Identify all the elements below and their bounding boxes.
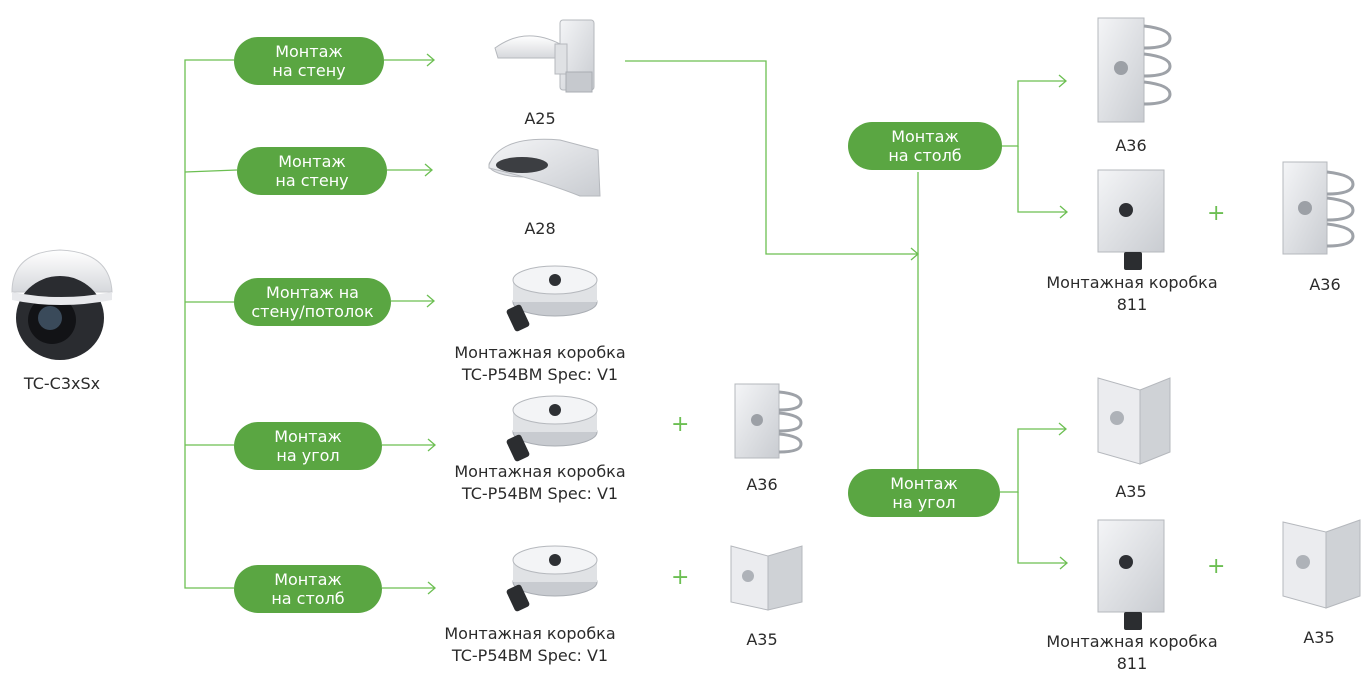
pill-line1: Монтаж <box>278 152 346 171</box>
caption-line2: 811 <box>1116 295 1148 314</box>
pill-line1: Монтаж на <box>266 283 359 302</box>
junction-box-image-3 <box>506 545 598 612</box>
caption-line2: TC-P54BM Spec: V1 <box>461 365 619 384</box>
caption-line1: Монтажная коробка <box>1046 632 1218 651</box>
arrowhead-corner-1 <box>1058 422 1067 436</box>
a25-to-right-line <box>625 60 918 255</box>
a35-label-right-2: A35 <box>1303 628 1335 647</box>
pole-branch-bottom <box>1017 146 1067 213</box>
arrowhead-corner-2 <box>1059 556 1068 570</box>
junction-box-image-1 <box>506 265 598 332</box>
plus-sign-2: + <box>671 565 690 590</box>
caption-line2: TC-P54BM Spec: V1 <box>451 646 609 665</box>
a35-label-left: A35 <box>746 630 778 649</box>
pill-line1: Монтаж <box>274 570 342 589</box>
caption-line1: Монтажная коробка <box>1046 273 1218 292</box>
pill-line2: на столб <box>271 589 345 608</box>
a36-image-3 <box>1282 161 1355 255</box>
pole-branch-top <box>1002 80 1066 147</box>
a36-label-left: A36 <box>746 475 778 494</box>
arrowhead-5 <box>427 581 436 595</box>
caption-line1: Монтажная коробка <box>454 462 626 481</box>
pill-line1: Монтаж <box>275 42 343 61</box>
camera-model-label: TC-C3xSx <box>23 374 101 393</box>
junction-box-image-2 <box>506 395 598 462</box>
a36-label-right-1: A36 <box>1115 136 1147 155</box>
arrowhead-1 <box>426 53 435 67</box>
corner-branch-bottom <box>1017 492 1067 564</box>
caption-line1: Монтажная коробка <box>454 343 626 362</box>
plus-sign-3: + <box>1207 201 1226 226</box>
caption-line2: TC-P54BM Spec: V1 <box>461 484 619 503</box>
corner-branch-top <box>1000 428 1066 493</box>
arrowhead-pole-2 <box>1059 205 1068 219</box>
branch-line-2 <box>184 169 238 173</box>
connector-lines <box>184 53 1068 595</box>
box-811-label-2: Монтажная коробка 811 <box>1012 631 1252 675</box>
a35-label-right-1: A35 <box>1115 482 1147 501</box>
arrowhead-4 <box>427 438 436 452</box>
pill-line2: на угол <box>892 493 956 512</box>
pill-line1: Монтаж <box>274 427 342 446</box>
junction-box-label-2: Монтажная коробка TC-P54BM Spec: V1 <box>420 461 660 505</box>
a35-image-1 <box>730 545 803 611</box>
pill-line2: на угол <box>276 446 340 465</box>
a36-label-right-2: A36 <box>1309 275 1341 294</box>
pill-line2: на столб <box>888 146 962 165</box>
a35-image-2 <box>1097 377 1171 465</box>
a36-image-2 <box>1097 17 1172 123</box>
pill-line2: на стену <box>275 171 349 190</box>
arrowhead-pole-1 <box>1058 74 1067 88</box>
pill-line1: Монтаж <box>890 474 958 493</box>
junction-box-label-1: Монтажная коробка TC-P54BM Spec: V1 <box>420 342 660 386</box>
caption-line2: 811 <box>1116 654 1148 673</box>
a36-image-1 <box>734 383 803 459</box>
pill-line2: на стену <box>272 61 346 80</box>
left-trunk-line <box>184 59 234 589</box>
a35-image-3 <box>1282 519 1361 609</box>
arrowhead-2 <box>424 163 433 177</box>
box-811-label-1: Монтажная коробка 811 <box>1012 272 1252 316</box>
pill-line1: Монтаж <box>891 127 959 146</box>
arrowhead-3 <box>426 294 435 308</box>
pill-line2: стену/потолок <box>251 302 374 321</box>
a25-label: A25 <box>524 109 556 128</box>
camera-image <box>11 249 113 360</box>
junction-box-label-3: Монтажная коробка TC-P54BM Spec: V1 <box>410 623 650 667</box>
a25-image <box>494 19 595 93</box>
caption-line1: Монтажная коробка <box>444 624 616 643</box>
box-811-image-1 <box>1097 169 1165 270</box>
box-811-image-2 <box>1097 519 1165 630</box>
a28-label: A28 <box>524 219 556 238</box>
plus-sign-4: + <box>1207 554 1226 579</box>
a28-image <box>488 138 601 197</box>
plus-sign-1: + <box>671 412 690 437</box>
